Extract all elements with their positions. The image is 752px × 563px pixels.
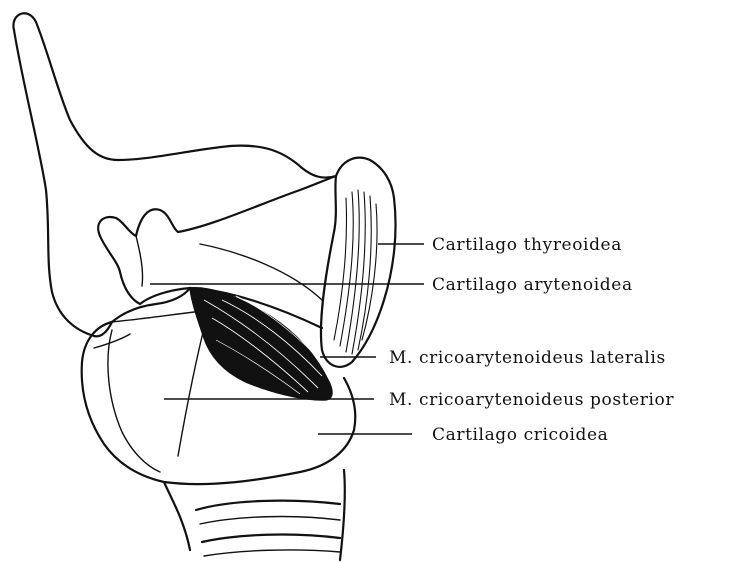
thyroid-cartilage-outline: [13, 13, 336, 177]
trachea-ring-2b: [204, 550, 340, 556]
label-m-cricoarytenoideus-lateralis: M. cricoarytenoideus lateralis: [389, 348, 666, 368]
arytenoid-cartilage-outline: [98, 176, 336, 236]
label-cartilago-thyreoidea: Cartilago thyreoidea: [432, 235, 622, 255]
trachea-ring-1: [196, 501, 340, 510]
cricoid-lamina-curve: [108, 330, 160, 472]
trachea-left-edge: [164, 482, 190, 550]
cricoid-ridge: [178, 320, 206, 456]
label-cartilago-arytenoidea: Cartilago arytenoidea: [432, 275, 633, 295]
trachea-ring-1b: [200, 517, 340, 524]
label-cartilago-cricoidea: Cartilago cricoidea: [432, 425, 608, 445]
arytenoid-muscular-process: [136, 236, 143, 286]
thyroid-horn-back-edge: [14, 30, 112, 336]
trachea-ring-2: [202, 535, 340, 542]
trachea-right-edge: [340, 470, 345, 560]
label-m-cricoarytenoideus-posterior: M. cricoarytenoideus posterior: [389, 390, 674, 410]
thyroid-edge-hatching: [334, 190, 377, 354]
